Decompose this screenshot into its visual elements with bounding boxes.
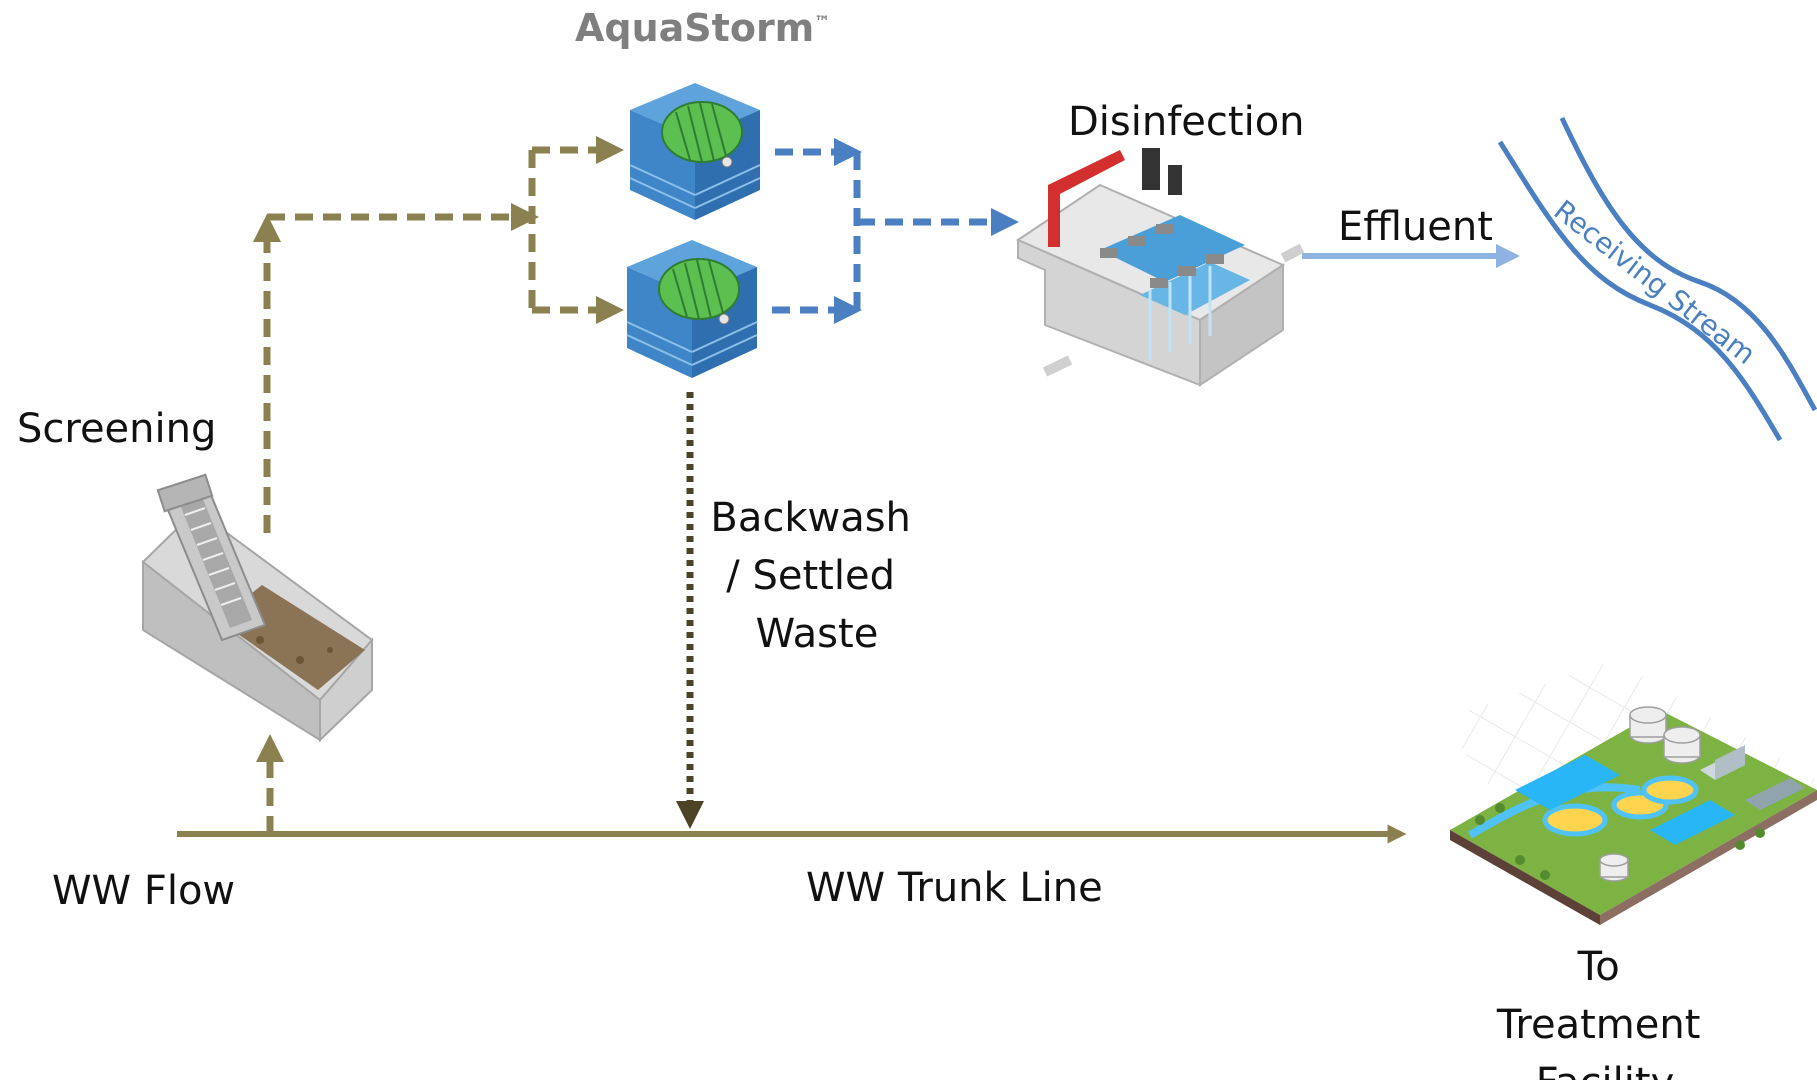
treatment-label-line: Facility	[1536, 1060, 1675, 1080]
backwash-label-line: Waste	[756, 611, 879, 657]
receiving-stream-label: Receiving Stream	[1548, 194, 1762, 371]
backwash-label-line: Backwash	[710, 495, 911, 541]
screening-label: Screening	[17, 406, 216, 452]
trunk-line-label: WW Trunk Line	[806, 865, 1103, 911]
aquastorm-title: AquaStorm™	[575, 6, 830, 50]
screening-unit-icon	[141, 473, 374, 743]
treatment-facility-icon	[1440, 660, 1817, 925]
aquastorm-filter-icon	[629, 83, 761, 220]
backwash-label-line: / Settled	[726, 553, 895, 599]
disinfection-label: Disinfection	[1068, 99, 1305, 145]
disinfection-unit-icon	[1015, 148, 1305, 387]
ww-flow-label: WW Flow	[52, 868, 235, 914]
aquastorm-filter-icon	[626, 240, 758, 378]
backwash-label: Backwash / Settled Waste	[710, 495, 923, 657]
treatment-label-line: Treatment	[1496, 1002, 1701, 1048]
receiving-stream: Receiving Stream	[1497, 116, 1817, 442]
effluent-label: Effluent	[1338, 204, 1493, 250]
treatment-label-line: To	[1577, 944, 1620, 990]
treatment-label: To Treatment Facility	[1496, 944, 1713, 1080]
